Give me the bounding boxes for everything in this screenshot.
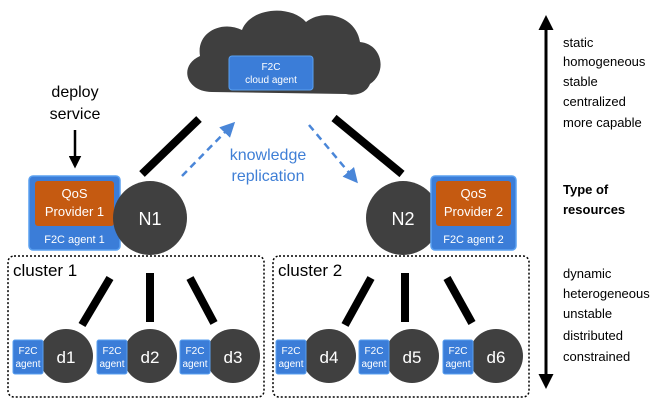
cloud-agent-line2: cloud agent (245, 75, 297, 86)
cloud-agent-box: F2C cloud agent (228, 55, 314, 91)
device-d2-agent-line2: agent (99, 359, 124, 370)
device-d3-agent-line1: F2C (186, 346, 205, 357)
scale-middle-labels: Type of resources (563, 182, 625, 217)
replication-arrow-right (308, 124, 358, 184)
device-d5-agent-line2: agent (361, 359, 386, 370)
qos-provider-1-line2: Provider 1 (45, 204, 104, 219)
scale-label-unstable: unstable (563, 306, 612, 321)
cluster-1-label: cluster 1 (13, 261, 77, 280)
deploy-label-line1: deploy (51, 84, 98, 101)
replication-label-line1: knowledge (230, 147, 307, 164)
f2c-agent-2-label: F2C agent 2 (443, 234, 504, 246)
device-d6-label: d6 (487, 348, 506, 367)
scale-heading-line1: Type of (563, 182, 609, 197)
device-d5: F2C agent d5 (358, 329, 439, 383)
scale-top-labels: static homogeneous stable centralized mo… (563, 35, 646, 130)
node-n2-label: N2 (391, 209, 414, 229)
device-d4-agent-line1: F2C (282, 346, 301, 357)
device-d4-label: d4 (320, 348, 339, 367)
n2-agent-group: N2 QoS Provider 2 F2C agent 2 (366, 175, 517, 255)
device-d3-agent-box (179, 339, 211, 375)
qos-provider-1-line1: QoS (61, 186, 87, 201)
scale-label-constrained: constrained (563, 349, 630, 364)
qos-provider-1-box (35, 181, 114, 226)
scale-label-heterogeneous: heterogeneous (563, 286, 650, 301)
link-n1-d1 (78, 275, 114, 328)
node-n1-label: N1 (138, 209, 161, 229)
device-d1-agent-line1: F2C (19, 346, 38, 357)
device-d2: F2C agent d2 (96, 329, 177, 383)
device-d6-agent-box (442, 339, 474, 375)
device-d3: F2C agent d3 (179, 329, 260, 383)
device-d1-agent-box (12, 339, 44, 375)
device-d1-label: d1 (57, 348, 76, 367)
link-cloud-n1 (139, 116, 202, 177)
device-d2-agent-box (96, 339, 128, 375)
node-n2 (366, 181, 440, 255)
deploy-label-line2: service (50, 106, 101, 123)
scale-label-more-capable: more capable (563, 115, 642, 130)
qos-provider-2-box (436, 181, 511, 226)
device-d5-agent-line1: F2C (365, 346, 384, 357)
scale-label-static: static (563, 35, 594, 50)
qos-provider-2-line1: QoS (460, 186, 486, 201)
f2c-agent-1-label: F2C agent 1 (44, 234, 105, 246)
device-d5-agent-box (358, 339, 390, 375)
device-d3-label: d3 (224, 348, 243, 367)
device-d6-agent-line2: agent (445, 359, 470, 370)
device-d4: F2C agent d4 (275, 329, 356, 383)
device-d4-agent-line2: agent (278, 359, 303, 370)
scale-label-dynamic: dynamic (563, 266, 612, 281)
scale-label-distributed: distributed (563, 328, 623, 343)
scale-label-homogeneous: homogeneous (563, 54, 646, 69)
qos-provider-2-line2: Provider 2 (444, 204, 503, 219)
node-n1 (113, 181, 187, 255)
link-n1-d3 (186, 276, 218, 325)
scale-label-stable: stable (563, 74, 598, 89)
replication-label-line2: replication (232, 168, 305, 185)
scale-bottom-labels: dynamic heterogeneous unstable distribut… (563, 266, 650, 364)
scale-label-centralized: centralized (563, 94, 626, 109)
link-n2-d6 (443, 276, 476, 325)
device-d4-agent-box (275, 339, 307, 375)
cluster-2-box (272, 255, 530, 398)
link-cloud-n2 (331, 114, 405, 178)
cluster-1-box (7, 255, 265, 398)
device-d2-label: d2 (141, 348, 160, 367)
device-d1: F2C agent d1 (12, 329, 93, 383)
cloud-agent-line1: F2C (262, 62, 281, 73)
n1-agent-group: QoS Provider 1 F2C agent 1 N1 (28, 175, 187, 255)
cluster-2-label: cluster 2 (278, 261, 342, 280)
scale-heading-line2: resources (563, 202, 625, 217)
link-n2-d4 (341, 276, 375, 327)
device-d6-agent-line1: F2C (449, 346, 468, 357)
device-d6: F2C agent d6 (442, 329, 523, 383)
device-d1-agent-line2: agent (15, 359, 40, 370)
device-d3-agent-line2: agent (182, 359, 207, 370)
replication-arrow-left (181, 121, 236, 177)
device-d5-label: d5 (403, 348, 422, 367)
device-d2-agent-line1: F2C (103, 346, 122, 357)
